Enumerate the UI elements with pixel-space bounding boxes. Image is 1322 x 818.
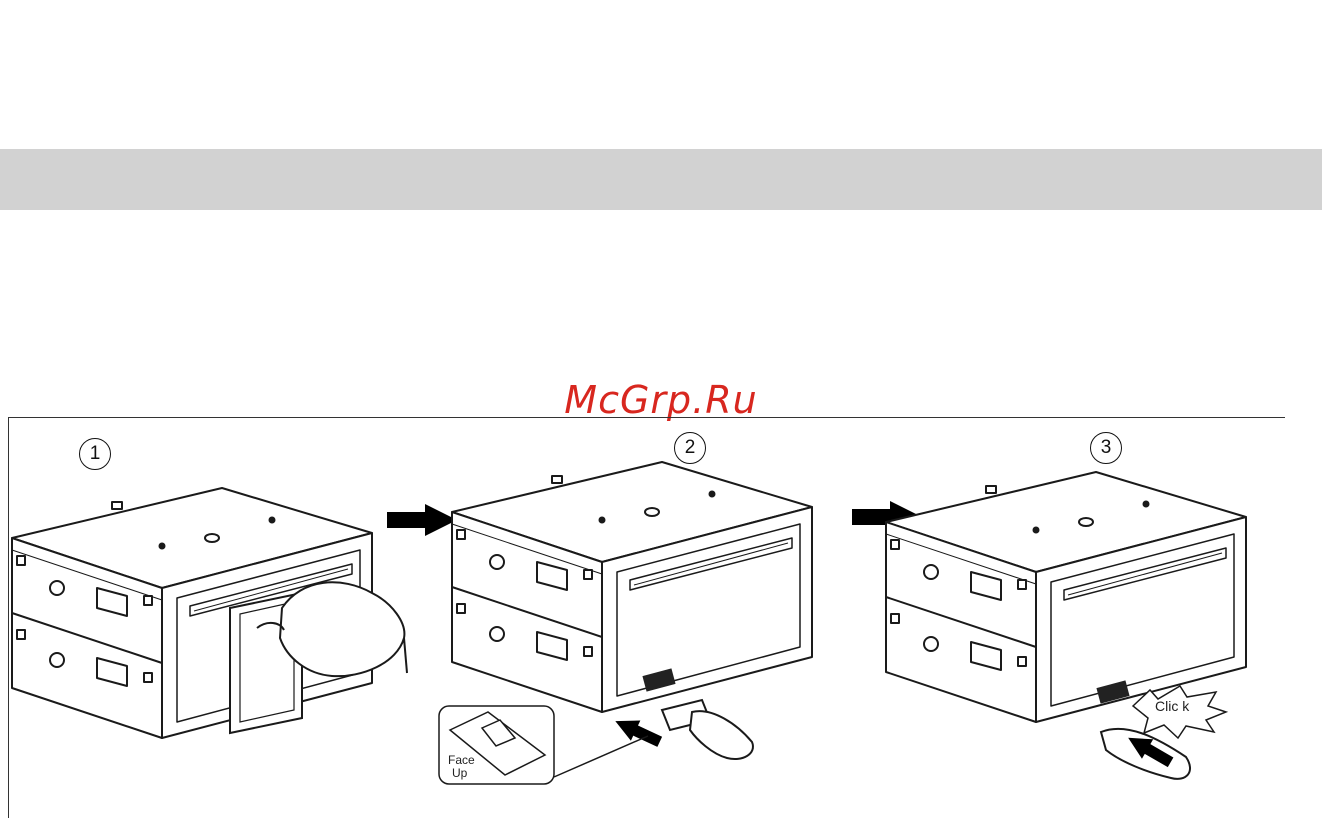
face-label: Face [448, 753, 475, 767]
arrow-right-icon [387, 504, 457, 536]
click-burst: Clic k [1133, 686, 1226, 738]
face-up-inset: Face Up [439, 706, 648, 784]
click-label: Clic k [1155, 698, 1190, 714]
card-arrow-icon [611, 711, 665, 752]
up-label: Up [452, 766, 468, 780]
